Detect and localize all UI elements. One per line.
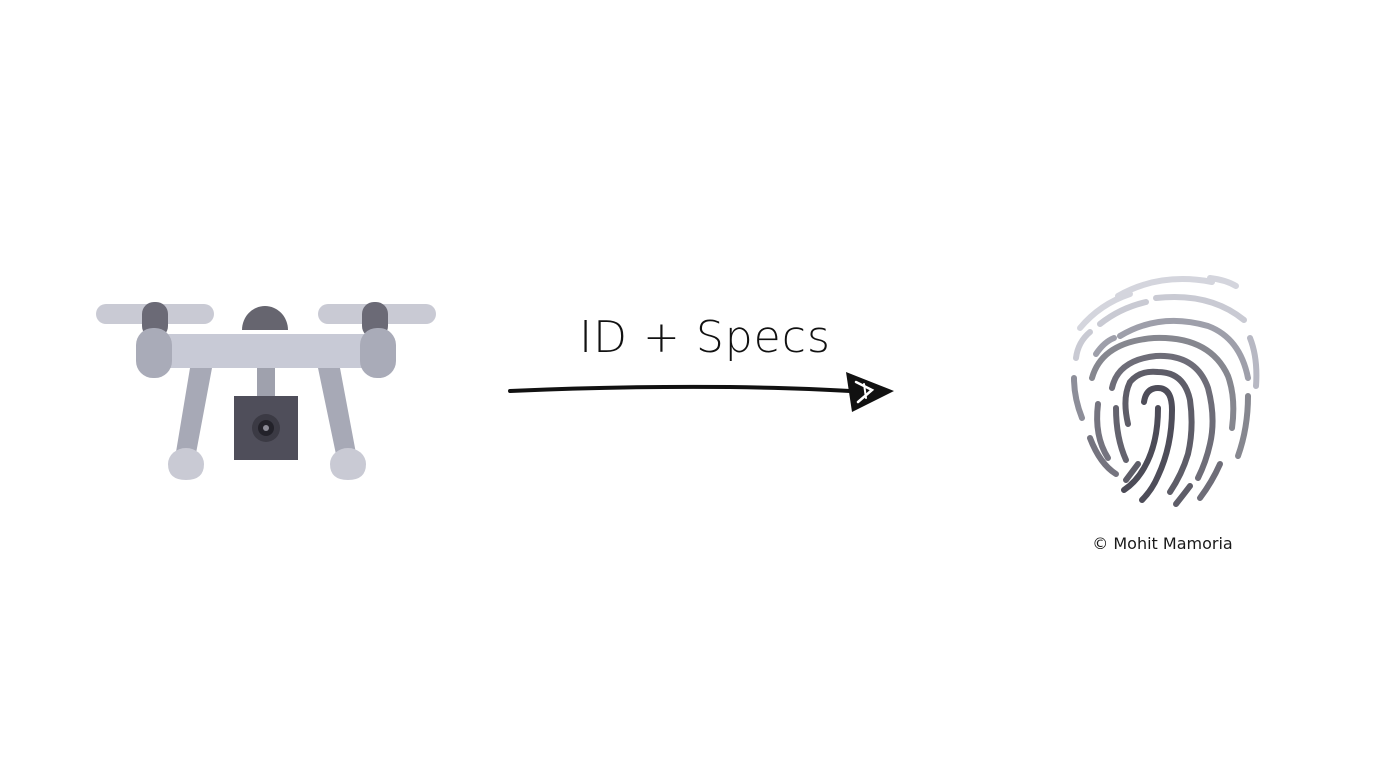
fingerprint-icon <box>1071 275 1260 507</box>
arrow-right-icon <box>508 372 894 412</box>
credit-text: © Mohit Mamoria <box>1092 534 1233 553</box>
drone-icon <box>96 302 436 480</box>
arrow-label: ID + Specs <box>579 312 831 363</box>
